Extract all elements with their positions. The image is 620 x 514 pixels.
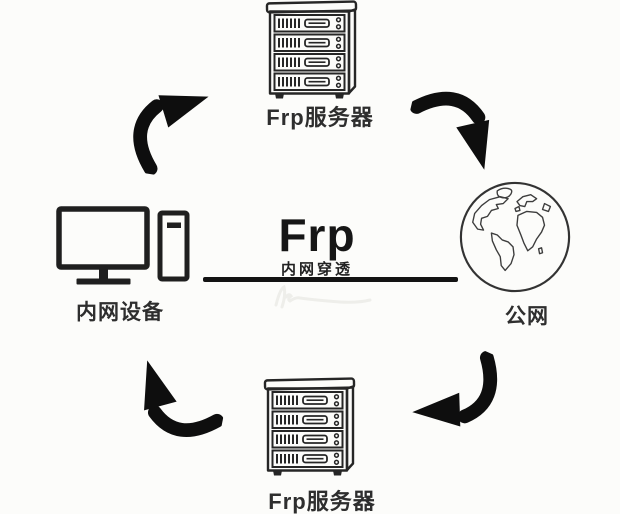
arrow-public-to-frp-server (401, 330, 522, 451)
server-rack-icon (260, 376, 360, 480)
frp-server-top-label: Frp服务器 (266, 105, 374, 130)
curved-arrow-icon (399, 70, 509, 180)
frp-title: Frp (278, 209, 356, 261)
curved-arrow-icon (125, 350, 233, 458)
arrow-frp-server-to-intranet (125, 350, 233, 458)
frp-subtitle: 内网穿透 (280, 261, 353, 278)
connection-line (203, 277, 458, 282)
desktop-computer-icon (56, 206, 190, 285)
globe-icon (459, 181, 571, 293)
frp-server-bottom-label: Frp服务器 (268, 489, 376, 514)
intranet-device-label: 内网设备 (76, 301, 164, 324)
arrow-intranet-to-frp-server (113, 77, 218, 182)
curved-arrow-icon (113, 77, 218, 182)
watermark (274, 284, 372, 309)
curved-arrow-icon (401, 330, 522, 451)
server-rack-icon (262, 0, 362, 103)
arrow-frp-server-to-public (399, 70, 509, 180)
public-network-label: 公网 (505, 305, 549, 328)
